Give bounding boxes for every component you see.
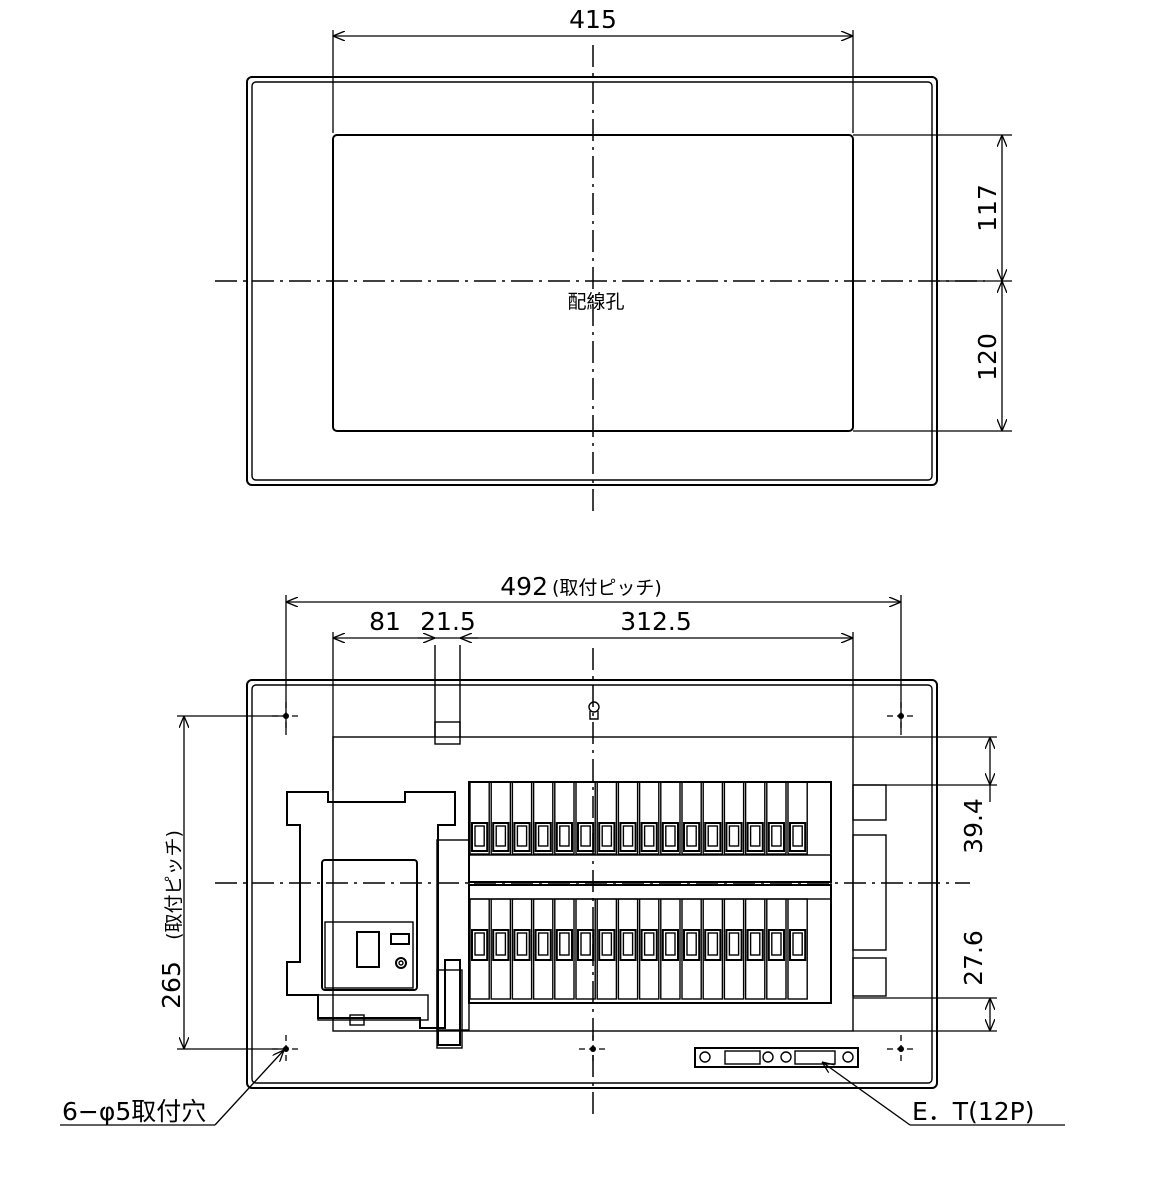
dim-492-note: (取付ピッチ) <box>552 577 662 599</box>
branch-breaker-upper <box>702 781 724 855</box>
branch-breaker-upper <box>554 781 575 855</box>
dim-312-5-label: 312.5 <box>620 607 692 636</box>
branch-breaker-upper <box>511 781 533 855</box>
top-view: 415 117 120 配線孔 <box>215 5 1012 515</box>
branch-breaker-upper <box>532 781 554 855</box>
branch-breaker-upper <box>596 781 618 855</box>
branch-breaker-lower <box>681 898 702 1000</box>
dim-492-label: 492 <box>500 572 548 601</box>
dim-120-label: 120 <box>973 333 1002 381</box>
branch-breaker-lower <box>511 898 533 1000</box>
branch-breaker-row-upper <box>468 781 832 883</box>
branch-breaker-upper <box>766 781 787 855</box>
branch-breaker-upper <box>744 781 766 855</box>
branch-breaker-lower <box>723 898 745 1000</box>
front-view: 492 (取付ピッチ) 81 21.5 312.5 265 (取付ピッチ) 39… <box>60 572 1065 1126</box>
branch-breaker-upper <box>723 781 745 855</box>
branch-breaker-upper <box>660 781 681 855</box>
front-inner-frame <box>251 684 933 1084</box>
branch-breaker-upper <box>575 781 596 855</box>
dim-117-label: 117 <box>973 184 1002 232</box>
front-outer-frame <box>246 679 938 1089</box>
dim-81-label: 81 <box>369 607 401 636</box>
mount-hole-icon <box>579 1035 607 1063</box>
mount-hole-callout: 6−φ5取付穴 <box>62 1097 206 1126</box>
branch-breaker-lower <box>532 898 554 1000</box>
branch-breaker-upper <box>787 781 808 855</box>
branch-breaker-lower <box>766 898 787 1000</box>
dim-415-label: 415 <box>569 5 617 34</box>
branch-breaker-row-lower <box>468 884 832 1004</box>
wiring-hole-label: 配線孔 <box>567 291 624 313</box>
branch-breaker-lower <box>617 898 639 1000</box>
branch-breaker-upper <box>490 781 512 855</box>
branch-breaker-lower <box>469 898 490 1000</box>
dim-27-6-label: 27.6 <box>959 930 988 986</box>
dim-265-label: 265 <box>157 961 186 1009</box>
branch-breaker-lower <box>490 898 512 1000</box>
branch-breaker-upper <box>617 781 639 855</box>
branch-breaker-lower <box>702 898 724 1000</box>
et-terminal-block <box>694 1047 859 1068</box>
branch-breaker-upper <box>638 781 660 855</box>
dim-21-5-label: 21.5 <box>420 607 476 636</box>
branch-breaker-lower <box>554 898 575 1000</box>
branch-breaker-lower <box>638 898 660 1000</box>
branch-breaker-lower <box>660 898 681 1000</box>
dim-39-4-label: 39.4 <box>959 798 988 854</box>
main-breaker-body <box>286 791 461 1046</box>
dim-265-note: (取付ピッチ) <box>163 830 185 940</box>
mount-hole-icon <box>887 1035 915 1063</box>
branch-breaker-lower <box>744 898 766 1000</box>
et-callout: E．T(12P) <box>912 1097 1034 1126</box>
branch-breaker-upper <box>469 781 490 855</box>
branch-breaker-upper <box>681 781 702 855</box>
keyhole-icon <box>588 701 600 720</box>
branch-breaker-lower <box>575 898 596 1000</box>
branch-breaker-lower <box>787 898 808 1000</box>
branch-breaker-lower <box>596 898 618 1000</box>
